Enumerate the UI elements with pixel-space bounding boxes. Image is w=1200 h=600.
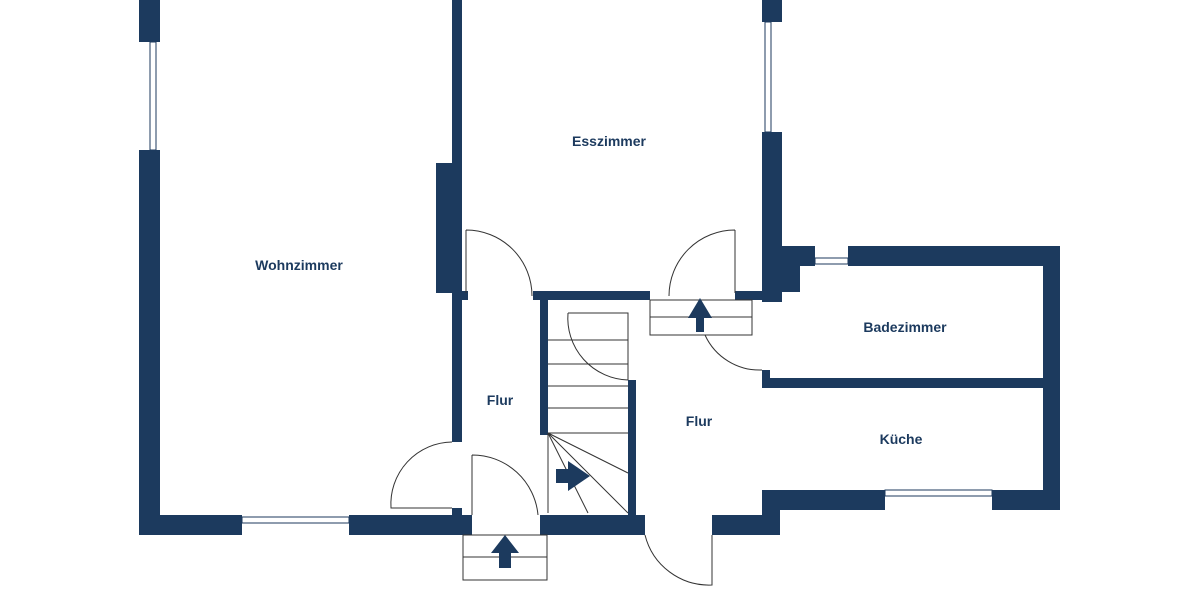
windows <box>149 21 993 524</box>
door <box>465 229 533 297</box>
wall <box>762 378 1043 388</box>
wall <box>762 0 782 22</box>
wall <box>540 515 645 535</box>
door <box>704 334 763 371</box>
wall <box>452 0 462 165</box>
door <box>644 534 713 586</box>
door <box>471 454 539 516</box>
window <box>149 41 157 151</box>
wall <box>139 150 160 535</box>
room-label-wohnzimmer: Wohnzimmer <box>255 257 343 273</box>
window <box>814 257 849 265</box>
room-label-kueche: Küche <box>880 431 923 447</box>
wall <box>770 246 815 266</box>
window <box>884 489 993 497</box>
wall <box>452 290 462 442</box>
door <box>567 312 629 381</box>
room-label-flur: Flur <box>487 392 514 408</box>
wall <box>349 515 472 535</box>
room-labels: Wohnzimmer Esszimmer Flur Flur Badezimme… <box>255 133 947 447</box>
stairs <box>462 298 753 581</box>
wall <box>452 508 462 518</box>
window <box>764 21 772 133</box>
wall <box>139 0 160 42</box>
wall <box>1043 246 1060 510</box>
door <box>668 229 736 297</box>
wall <box>848 246 1060 266</box>
wall <box>735 291 770 300</box>
stairs-arrow-icon <box>556 461 590 491</box>
room-label-flur: Flur <box>686 413 713 429</box>
wall <box>462 291 468 300</box>
up-arrow-icon <box>688 298 712 332</box>
window <box>241 516 350 524</box>
walls <box>139 0 1060 535</box>
wall <box>770 266 800 292</box>
wall <box>540 300 548 435</box>
doors <box>390 229 763 586</box>
wall <box>628 380 636 515</box>
room-label-badezimmer: Badezimmer <box>863 319 947 335</box>
door <box>390 441 453 509</box>
wall <box>533 291 650 300</box>
wall <box>436 163 462 293</box>
entrance-arrow-icon <box>491 535 519 568</box>
wall <box>762 490 885 510</box>
wall <box>139 515 242 535</box>
room-label-esszimmer: Esszimmer <box>572 133 646 149</box>
